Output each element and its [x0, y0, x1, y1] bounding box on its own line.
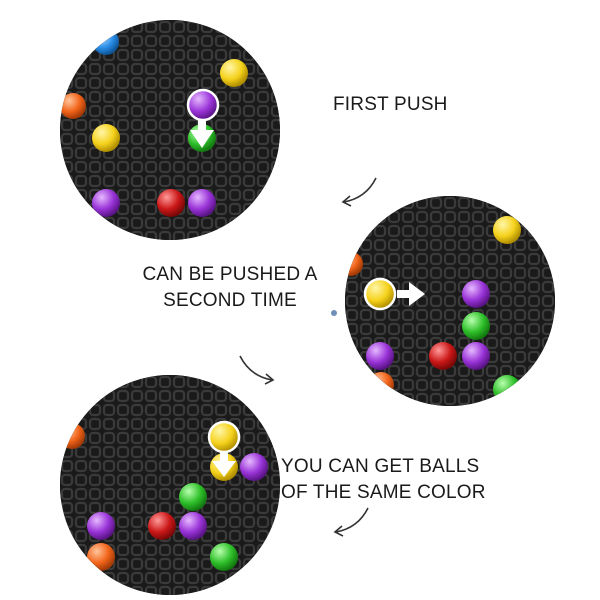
ball-yellow — [92, 124, 120, 152]
ball-purple — [188, 189, 216, 217]
ball-blue — [93, 29, 119, 55]
ball-purple — [462, 280, 490, 308]
board-result — [60, 375, 280, 595]
caption-second-line1: CAN BE PUSHED A — [142, 264, 318, 285]
caption-result: YOU CAN GET BALLS OF THE SAME COLOR — [281, 454, 486, 506]
ball-purple — [240, 453, 268, 481]
board-second-push — [345, 196, 555, 406]
arrow-down-icon — [212, 451, 236, 477]
ball-purple — [92, 189, 120, 217]
caption-first-push: FIRST PUSH — [333, 94, 448, 115]
ball-green — [462, 312, 490, 340]
curved-arrow-icon — [333, 507, 369, 537]
ball-purple — [366, 342, 394, 370]
ball-orange — [87, 543, 115, 571]
ball-yellow — [220, 59, 248, 87]
caption-second-push: CAN BE PUSHED A SECOND TIME — [130, 262, 330, 314]
caption-result-line1: YOU CAN GET BALLS — [281, 456, 480, 477]
ball-yellow — [493, 216, 521, 244]
ball-yellow-selected — [363, 277, 397, 311]
ball-green — [179, 483, 207, 511]
ball-yellow-selected — [207, 420, 241, 454]
board-first-push — [60, 20, 280, 240]
ball-green — [210, 543, 238, 571]
arrow-down-icon — [190, 120, 214, 148]
ball-purple — [462, 342, 490, 370]
arrow-right-icon — [397, 282, 425, 306]
ball-orange — [60, 93, 86, 119]
ball-red — [148, 512, 176, 540]
ball-orange — [345, 252, 363, 276]
ball-purple-selected — [186, 88, 220, 122]
ball-orange — [60, 423, 85, 449]
ball-green — [493, 375, 521, 403]
ball-orange — [368, 372, 394, 398]
board-second-push-graphic — [345, 196, 555, 406]
ball-purple — [87, 512, 115, 540]
board-result-graphic — [60, 375, 280, 595]
ball-red — [429, 342, 457, 370]
ball-red — [157, 189, 185, 217]
caption-second-line2: SECOND TIME — [163, 290, 297, 311]
ball-purple — [179, 512, 207, 540]
caption-result-line2: OF THE SAME COLOR — [281, 482, 486, 503]
marker-dot — [331, 310, 337, 316]
board-first-push-graphic — [60, 20, 280, 240]
